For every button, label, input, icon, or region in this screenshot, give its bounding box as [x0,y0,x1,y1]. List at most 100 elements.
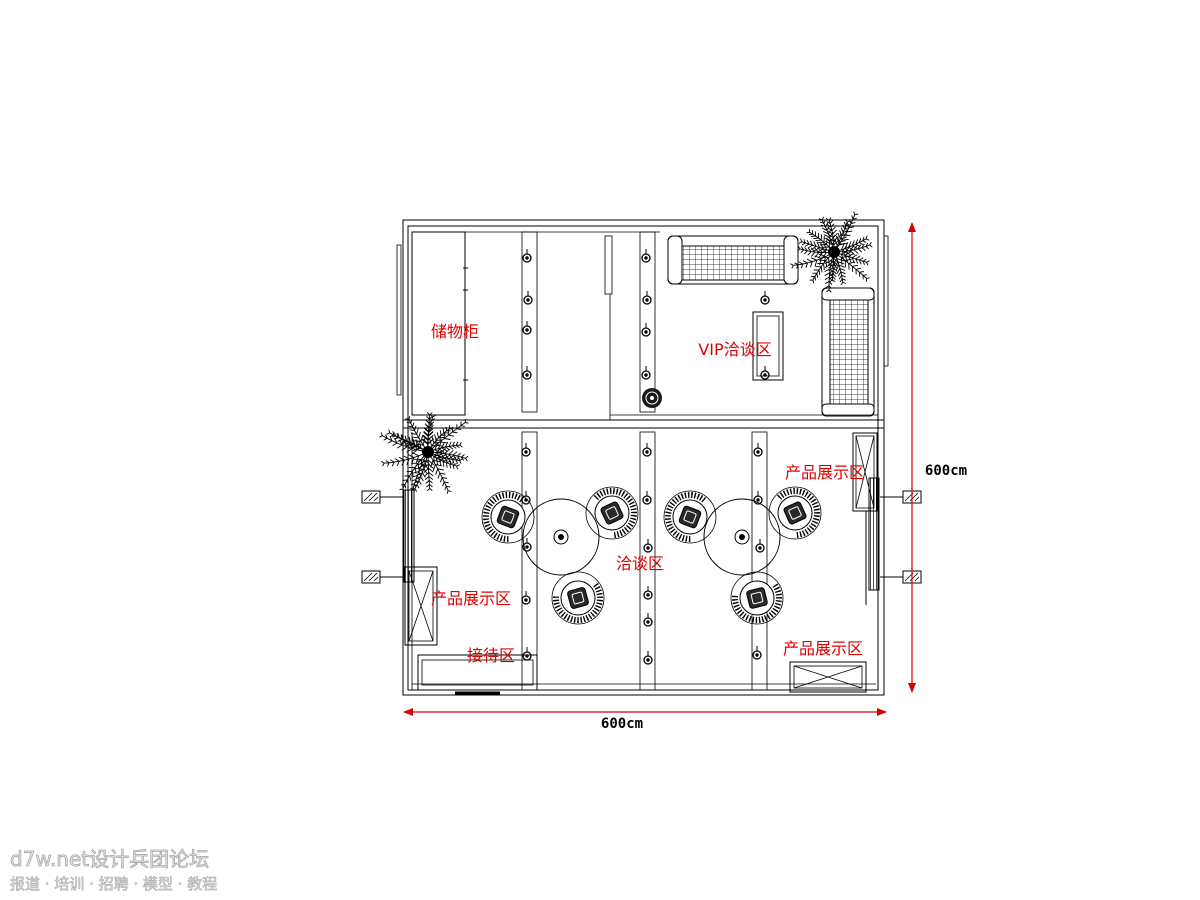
spotlight [643,539,653,553]
palm-plant [379,412,469,494]
right-side-panel [883,235,889,367]
spotlight-lens [646,620,650,624]
counter-inner [421,659,534,686]
vip-sofa-right [821,287,875,417]
spotlight [522,249,532,263]
spotlight-lens [525,328,529,332]
lamp-ring [645,391,659,405]
spotlight [641,249,651,263]
spotlight [755,539,765,553]
sofa-cushions [681,245,785,281]
palm-frond [790,251,835,269]
watermark: d7w.net设计兵团论坛 报道 · 培训 · 招聘 · 模型 · 教程 [10,847,218,894]
display-box-cross [793,665,863,689]
light-columns [521,231,768,691]
light-column [751,431,768,691]
display-box-outline [789,661,867,693]
palm-trunk [422,446,434,458]
spotlight [643,613,653,627]
light-column [639,231,656,413]
reception-counter [417,654,538,691]
palm-plant [790,211,873,293]
spotlight-lens [645,450,649,454]
spotlight-lens [524,598,528,602]
spotlight [753,443,763,457]
spotlights [521,249,770,665]
chair-outer-ring [481,490,535,544]
chair-cushion-stitch [501,510,515,524]
spotlight [522,321,532,335]
table-top [703,498,781,576]
spotlight [642,443,652,457]
spotlight [760,291,770,305]
palm-frond [427,441,463,454]
chair-outer-ring [768,486,822,540]
wall-light-right-lower [880,570,922,584]
spotlight-lens [646,658,650,662]
lounge-chair [663,490,717,544]
spotlight [752,646,762,660]
light-column [639,431,656,691]
vip-floor-lamp [642,388,662,408]
chair-cushion [746,587,768,609]
label-reception: 接待区 [467,646,515,665]
meeting-table [703,498,781,576]
chair-backrest [665,492,707,543]
spotlight-lens [644,373,648,377]
label-display-bottom-right: 产品展示区 [783,639,863,658]
sofa-arm [821,287,875,301]
chair-backrest [732,583,782,623]
spotlight-lens [645,298,649,302]
spotlight [522,647,532,661]
label-display-top-right: 产品展示区 [785,463,865,482]
spotlight-lens [524,450,528,454]
lounge-chair [585,486,639,540]
meeting-table [522,498,600,576]
chair-backrest [593,488,637,538]
light-column [521,431,538,691]
display-box-bottom-right [789,661,867,693]
lounge-chair [551,571,605,625]
table-centerpiece-core [558,534,564,540]
dimension-label-height: 600cm [925,463,967,479]
chair-cushion-stitch [605,506,619,520]
booth-walls [396,219,889,696]
sofa-cushions [829,299,869,405]
watermark-site: d7w.net设计兵团论坛 [10,847,209,871]
spotlight [641,323,651,337]
sofa-arm [783,235,799,285]
wall-light-right-upper [880,490,922,504]
label-meeting: 洽谈区 [616,554,664,573]
chair-backrest [553,582,603,623]
watermark-tagline: 报道 · 培训 · 招聘 · 模型 · 教程 [10,875,217,893]
spotlight-lens [644,330,648,334]
spotlight [643,651,653,665]
lounge-chair [730,571,784,625]
display-box-inner [793,665,863,689]
spotlight-lens [646,593,650,597]
light-column [604,235,613,295]
spotlight-lens [525,373,529,377]
wall-light-box [361,490,381,504]
palm-frond [824,251,837,293]
coffee-table-inner [756,315,780,377]
spotlight [521,443,531,457]
spotlight [760,366,770,380]
spotlight-lens [525,545,529,549]
chair-cushion-stitch [571,591,585,605]
spotlight-lens [525,256,529,260]
palm-frond [427,451,452,494]
vip-sofa-top [667,235,799,285]
palm-frond [798,238,835,255]
spotlight-lens [758,546,762,550]
cabinet-outline [411,231,466,416]
palm-frond [825,217,840,252]
palm-frond [379,432,429,455]
chair-cushion [678,505,702,529]
light-column [521,231,538,413]
chair-cushion [496,505,520,529]
chair-backrest [482,492,525,543]
inner-wall [407,225,879,691]
counter-outline [417,654,538,691]
